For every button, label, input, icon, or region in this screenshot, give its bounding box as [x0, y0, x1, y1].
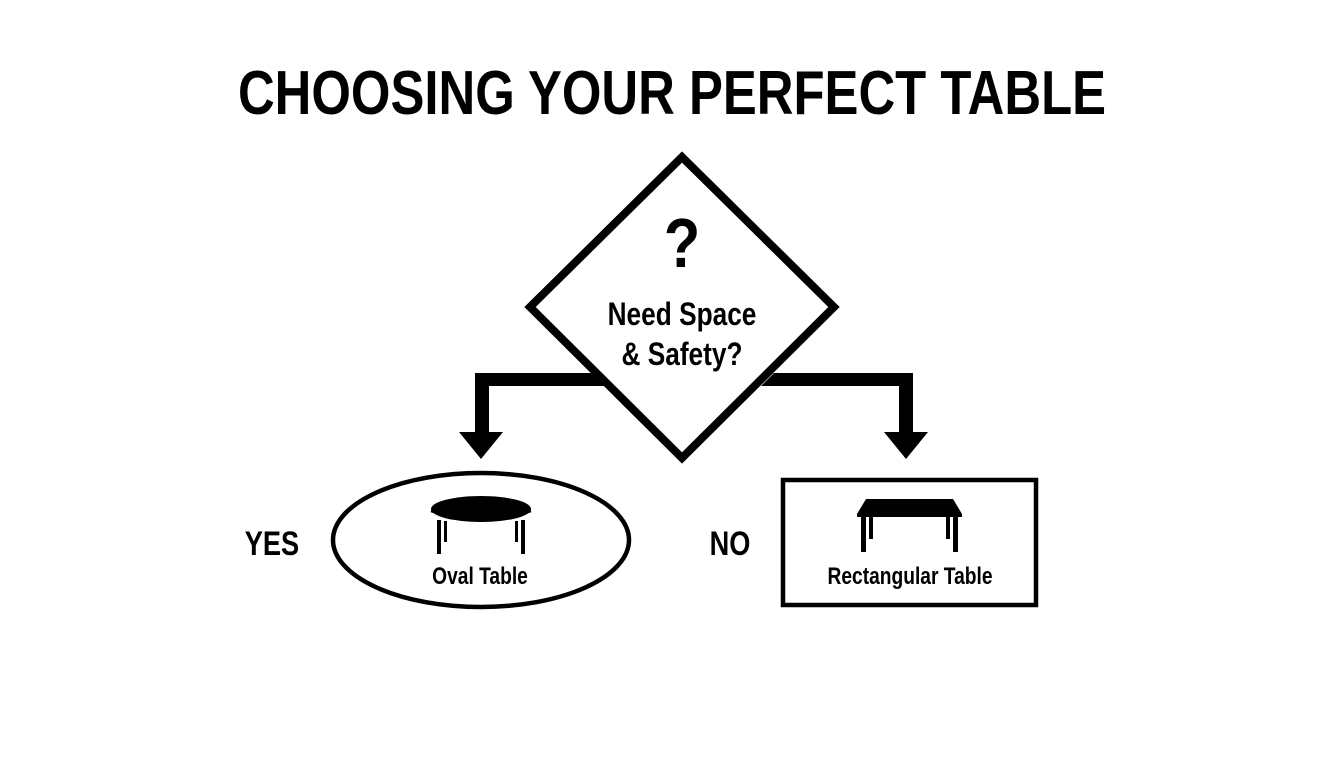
rectangular-table-icon — [857, 499, 962, 552]
yes-arrow — [459, 373, 614, 459]
no-label: NO — [709, 525, 751, 563]
rectangular-table-label: Rectangular Table — [827, 563, 993, 590]
yes-label: YES — [244, 525, 300, 563]
decision-question: Need Space & Safety? — [592, 294, 772, 374]
decision-question-line-2: & Safety? — [621, 336, 743, 372]
decision-question-line-1: Need Space — [607, 296, 757, 332]
oval-result-shape — [330, 470, 632, 610]
page-title: CHOOSING YOUR PERFECT TABLE — [237, 59, 1107, 128]
decision-diamond — [524, 151, 840, 464]
no-arrow — [761, 373, 928, 459]
oval-table-icon — [430, 496, 532, 554]
oval-table-label: Oval Table — [432, 563, 528, 590]
question-mark-icon: ? — [663, 204, 701, 282]
